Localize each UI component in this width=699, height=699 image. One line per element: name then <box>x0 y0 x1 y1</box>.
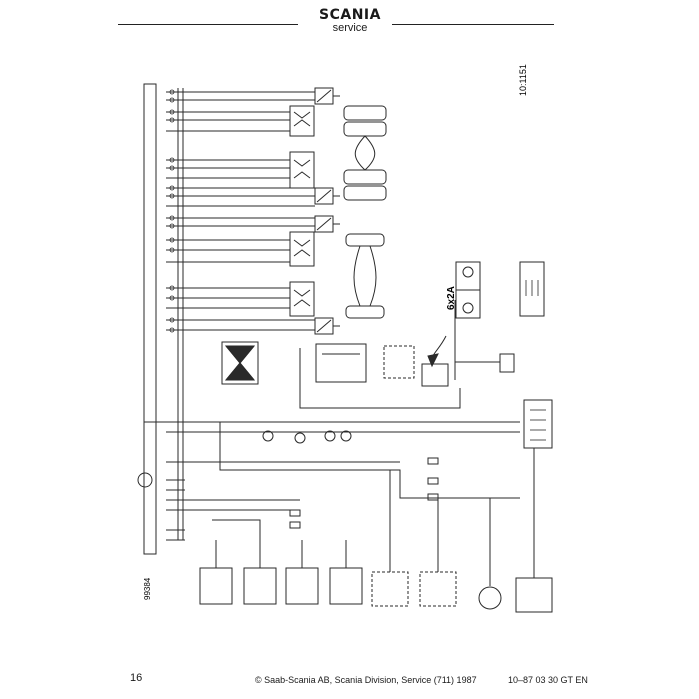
solenoid-modules <box>199 567 457 607</box>
arrow-head <box>427 353 439 368</box>
connector-pins-right <box>525 280 546 441</box>
tractor-icon <box>455 261 481 319</box>
vertical-wires <box>333 95 340 327</box>
loop-wire <box>144 421 520 499</box>
drop-wires <box>215 448 535 586</box>
fuse-row <box>289 457 439 529</box>
figure-number: 10:1151 <box>518 64 528 96</box>
connector-pins <box>166 91 520 541</box>
document-reference: 10–87 03 30 GT EN <box>508 675 588 685</box>
copyright-notice: © Saab-Scania AB, Scania Division, Servi… <box>255 675 477 685</box>
axle-config-label: 6x2A <box>446 286 457 310</box>
front-axle-drawing <box>345 233 385 319</box>
battery <box>515 577 553 613</box>
wire <box>212 519 261 548</box>
page-number: 16 <box>130 672 143 684</box>
wire <box>299 348 461 409</box>
connector-block-upper <box>519 261 545 317</box>
motor <box>478 586 502 610</box>
main-connector-strip <box>143 83 157 555</box>
lamp-fill <box>224 345 256 364</box>
pin-terminals <box>169 89 175 333</box>
lamp-fill <box>224 362 256 381</box>
relay-small <box>499 353 515 373</box>
dashed-module <box>383 345 415 379</box>
indicator-lamps <box>262 430 352 444</box>
voltmeter <box>137 472 153 488</box>
header-rule-right <box>392 24 554 25</box>
rear-axle-drawing <box>343 105 387 201</box>
indicator-relay <box>421 363 449 387</box>
scania-logo: SCANIA service <box>300 8 400 34</box>
control-switch <box>315 343 367 383</box>
brand-name: SCANIA <box>319 7 381 23</box>
valve-module <box>289 105 315 317</box>
header-rule-left <box>118 24 298 25</box>
connector-block-middle <box>523 399 553 449</box>
panel-code: 99384 <box>143 577 152 600</box>
sensor-box <box>314 87 334 335</box>
brand-subtitle: service <box>332 22 368 34</box>
